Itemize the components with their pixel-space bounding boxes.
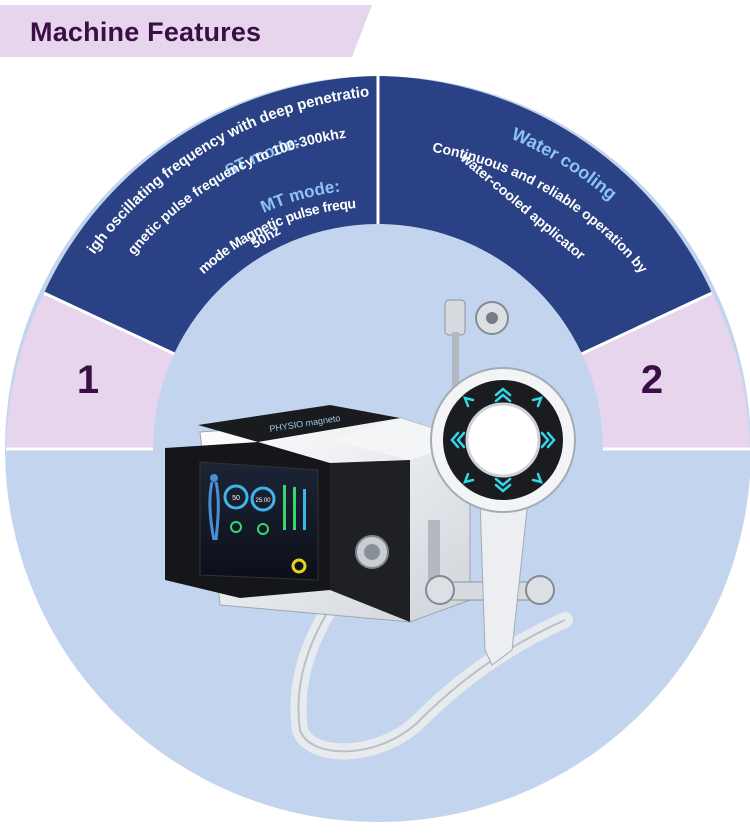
segment-2-number: 2 [641,358,663,402]
header-banner: Machine Features [0,5,375,57]
screen-value-1: 50 [232,495,240,502]
banner-shape [0,5,372,57]
device-illustration: PHYSIO magneto 50 25:00 [165,299,576,760]
segment-1-number: 1 [77,358,99,402]
page-title: Machine Features [30,17,262,47]
screen-value-2: 25:00 [255,498,271,504]
